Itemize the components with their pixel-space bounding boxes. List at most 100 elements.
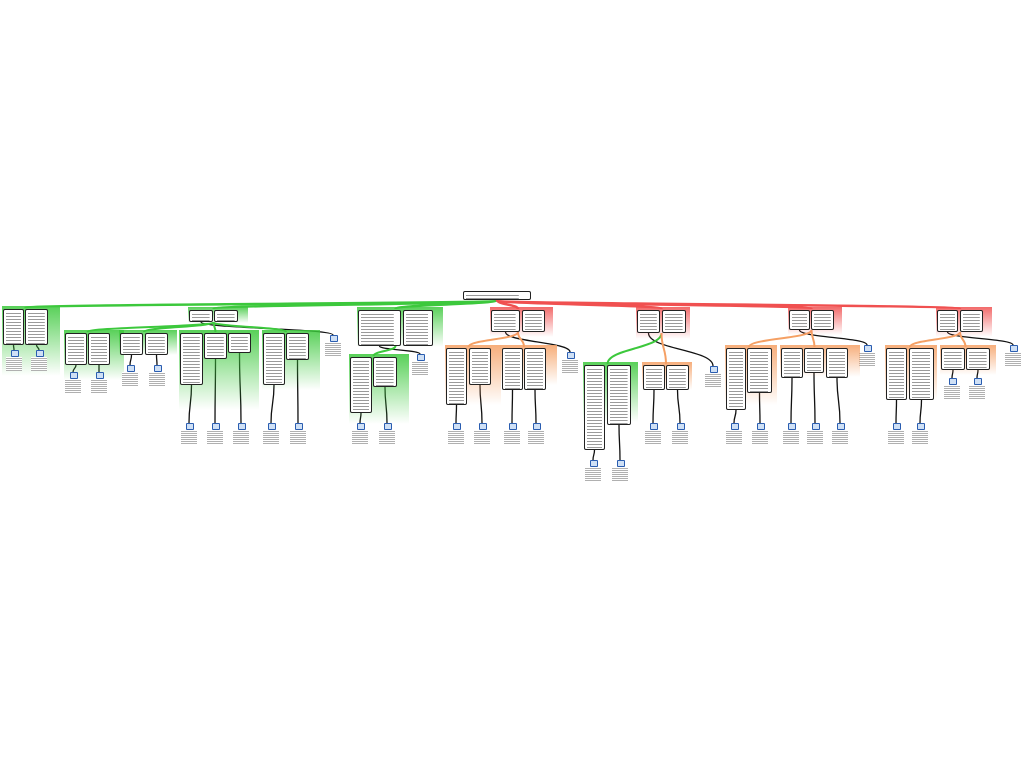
source-icon[interactable] [893,423,901,430]
premise-box[interactable] [804,348,824,373]
source-icon[interactable] [731,423,739,430]
premise-box[interactable] [120,333,143,355]
source-icon[interactable] [154,365,162,372]
premise-box[interactable] [204,333,227,359]
premise-box[interactable] [666,365,689,390]
source-caption [31,357,47,371]
source-caption [207,430,223,444]
source-icon[interactable] [757,423,765,430]
premise-box[interactable] [180,333,203,385]
connector [733,409,737,424]
premise-box[interactable] [826,348,848,378]
source-icon[interactable] [1010,345,1018,352]
source-caption [290,430,306,444]
main-claim-box[interactable] [3,309,24,345]
source-icon[interactable] [590,460,598,467]
source-caption [263,430,279,444]
premise-box[interactable] [941,348,965,370]
source-icon[interactable] [127,365,135,372]
source-icon[interactable] [837,423,845,430]
premise-box[interactable] [966,348,990,370]
source-caption [726,430,742,444]
premise-box[interactable] [145,333,168,355]
root-claim-box[interactable] [463,291,531,300]
source-icon[interactable] [864,345,872,352]
source-icon[interactable] [96,372,104,379]
main-claim-box[interactable] [522,310,545,332]
premise-box[interactable] [886,348,907,400]
source-caption [412,361,428,375]
source-icon[interactable] [788,423,796,430]
source-icon[interactable] [357,423,365,430]
main-claim-box[interactable] [937,310,958,332]
source-caption [888,430,904,444]
premise-box[interactable] [350,357,372,413]
source-icon[interactable] [617,460,625,467]
connector [455,404,458,424]
premise-box[interactable] [726,348,746,410]
premise-box[interactable] [781,348,803,378]
connector [155,354,158,366]
premise-box[interactable] [263,333,285,385]
source-icon[interactable] [509,423,517,430]
main-claim-box[interactable] [491,310,520,332]
source-icon[interactable] [949,378,957,385]
premise-box[interactable] [65,333,87,365]
premise-box[interactable] [584,365,605,450]
source-icon[interactable] [567,352,575,359]
source-caption [645,430,661,444]
premise-box[interactable] [524,348,546,390]
source-caption [448,430,464,444]
source-icon[interactable] [533,423,541,430]
premise-box[interactable] [643,365,665,390]
source-icon[interactable] [812,423,820,430]
source-icon[interactable] [70,372,78,379]
premise-box[interactable] [88,333,110,365]
source-icon[interactable] [36,350,44,357]
main-claim-box[interactable] [358,310,401,346]
main-claim-box[interactable] [637,310,660,333]
source-icon[interactable] [710,366,718,373]
premise-box[interactable] [228,333,251,353]
source-icon[interactable] [384,423,392,430]
source-icon[interactable] [917,423,925,430]
source-caption [807,430,823,444]
premise-box[interactable] [286,333,309,360]
premise-box[interactable] [909,348,934,400]
main-claim-box[interactable] [25,309,48,345]
source-caption [612,467,628,481]
premise-box[interactable] [607,365,631,425]
main-claim-box[interactable] [811,310,834,330]
source-icon[interactable] [11,350,19,357]
source-icon[interactable] [677,423,685,430]
main-claim-box[interactable] [960,310,983,332]
main-claim-box[interactable] [189,310,213,322]
premise-box[interactable] [502,348,523,390]
source-caption [181,430,197,444]
main-claim-box[interactable] [789,310,810,330]
connector [836,377,841,424]
source-icon[interactable] [417,354,425,361]
source-icon[interactable] [453,423,461,430]
source-icon[interactable] [212,423,220,430]
source-icon[interactable] [974,378,982,385]
premise-box[interactable] [446,348,467,405]
source-icon[interactable] [330,335,338,342]
main-claim-box[interactable] [662,310,686,333]
source-icon[interactable] [295,423,303,430]
source-caption [149,372,165,386]
source-icon[interactable] [479,423,487,430]
main-claim-box[interactable] [214,310,238,322]
premise-box[interactable] [469,348,491,385]
source-caption [752,430,768,444]
connector [129,354,133,366]
source-icon[interactable] [238,423,246,430]
main-claim-box[interactable] [403,310,433,346]
premise-box[interactable] [747,348,772,393]
premise-box[interactable] [373,357,397,387]
source-icon[interactable] [186,423,194,430]
source-icon[interactable] [268,423,276,430]
connector [270,384,275,424]
source-icon[interactable] [650,423,658,430]
